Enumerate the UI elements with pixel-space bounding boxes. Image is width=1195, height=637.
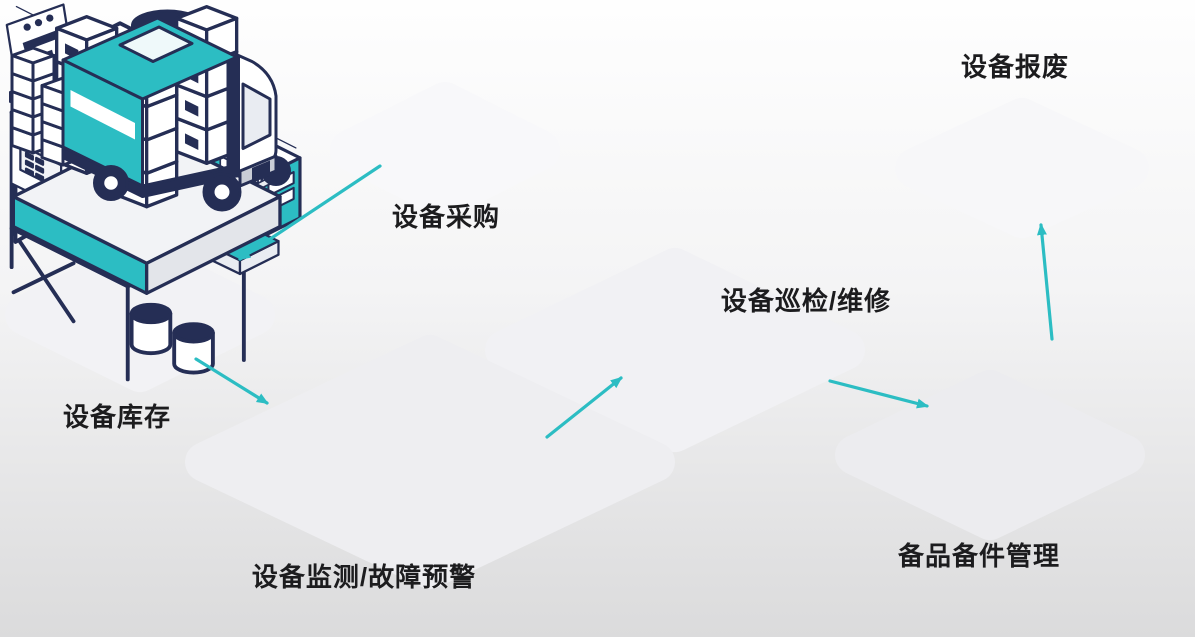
label-equipment-inspection: 设备巡检/维修: [720, 286, 892, 316]
label-equipment-monitoring: 设备监测/故障预警: [251, 562, 477, 592]
scrap-truck-icon: [10, 16, 291, 212]
label-spare-parts: 备品备件管理: [897, 541, 1061, 571]
label-equipment-procurement: 设备采购: [391, 202, 501, 232]
arrow-monitoring-to-inspection: [545, 376, 623, 439]
node-equipment-scrap: [0, 0, 300, 212]
label-equipment-scrap: 设备报废: [960, 52, 1070, 82]
label-equipment-inventory: 设备库存: [62, 402, 172, 432]
arrow-inspection-to-spares: [828, 379, 929, 409]
arrow-spares-to-scrap: [1036, 223, 1054, 341]
